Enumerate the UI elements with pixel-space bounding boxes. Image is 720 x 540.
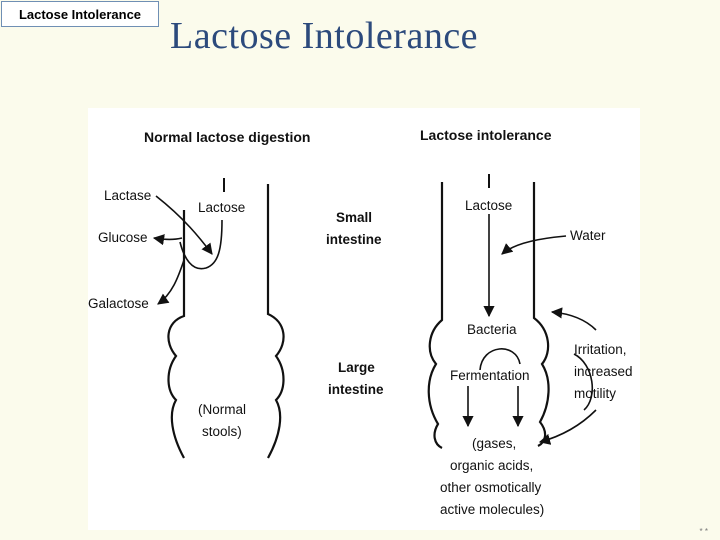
products-label-line4: active molecules)	[440, 502, 544, 517]
irritation-to-bacteria-arrow	[550, 307, 597, 331]
normal-intestine-tube	[167, 184, 285, 459]
irritation-label-line2: increased	[574, 364, 633, 379]
slide-corner-mark: * *	[699, 527, 708, 536]
water-label: Water	[570, 228, 606, 243]
irritation-label-line3: motility	[574, 386, 616, 401]
slide-title: Lactose Intolerance	[170, 15, 479, 57]
normal-digestion-heading: Normal lactose digestion	[144, 129, 310, 145]
normal-stools-label-line2: stools)	[202, 424, 242, 439]
products-label-line1: (gases,	[472, 436, 516, 451]
fermentation-arc	[479, 348, 521, 371]
diagram-panel: Normal lactose digestion Lactase Lactose…	[88, 108, 640, 530]
lactase-label: Lactase	[104, 188, 151, 203]
fermentation-label: Fermentation	[450, 368, 530, 383]
lactose-intolerance-heading: Lactose intolerance	[420, 127, 552, 143]
galactose-arrow	[157, 259, 185, 305]
glucose-arrow	[152, 234, 183, 246]
small-intestine-label-line1: Small	[336, 210, 372, 225]
products-label-line3: other osmotically	[440, 480, 542, 495]
products-label-line2: organic acids,	[450, 458, 533, 473]
bacteria-label: Bacteria	[467, 322, 517, 337]
large-intestine-label-line2: intestine	[328, 382, 384, 397]
irritation-label-line1: Irritation,	[574, 342, 627, 357]
small-intestine-label-line2: intestine	[326, 232, 382, 247]
intolerance-arrows	[462, 174, 597, 445]
lactose-label-left: Lactose	[198, 200, 245, 215]
glucose-label: Glucose	[98, 230, 148, 245]
lactase-arrow	[155, 195, 213, 255]
large-intestine-label-line1: Large	[338, 360, 375, 375]
water-arrow	[501, 235, 567, 255]
lactose-split-path	[179, 219, 223, 270]
irritation-connector	[573, 353, 593, 411]
title-tag: Lactose Intolerance	[1, 1, 159, 27]
irritation-to-products-arrow	[538, 409, 597, 445]
normal-digestion-arrows	[152, 178, 225, 305]
intestine-diagram: Normal lactose digestion Lactase Lactose…	[88, 127, 633, 517]
lactose-label-right: Lactose	[465, 198, 512, 213]
galactose-label: Galactose	[88, 296, 149, 311]
normal-stools-label-line1: (Normal	[198, 402, 246, 417]
